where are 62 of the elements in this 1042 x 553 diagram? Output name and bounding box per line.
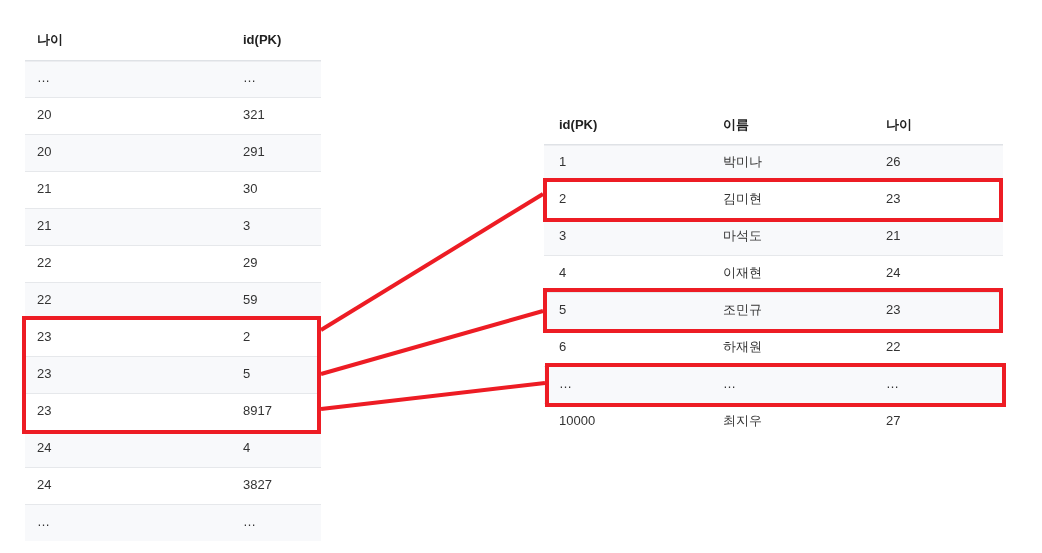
table-value: 20: [37, 143, 52, 161]
table-value: 24: [37, 476, 52, 494]
table-value: 30: [243, 180, 258, 198]
table-value: 20: [37, 106, 52, 124]
highlight-box: [543, 178, 1003, 222]
table-value: 22: [37, 291, 52, 309]
table-value: …: [886, 375, 899, 393]
table-value: 23: [37, 402, 52, 420]
connector-line: [320, 381, 546, 411]
highlight-box: [22, 316, 321, 434]
table-value: …: [37, 513, 50, 531]
table-value: …: [559, 375, 572, 393]
table-value: 3827: [243, 476, 272, 494]
table-value: 8917: [243, 402, 272, 420]
table-value: 22: [886, 338, 901, 356]
column-header: 나이: [37, 31, 63, 49]
table-value: 조민규: [723, 301, 762, 319]
table-value: 24: [886, 264, 901, 282]
highlight-box: [543, 288, 1003, 333]
table-value: 6: [559, 338, 567, 356]
table-value: 22: [37, 254, 52, 272]
table-value: 21: [886, 227, 901, 245]
table-value: 23: [37, 328, 52, 346]
table-value: 21: [37, 180, 52, 198]
table-value: 5: [559, 301, 567, 319]
table-value: 10000: [559, 412, 596, 430]
column-header: 나이: [886, 116, 912, 134]
table-value: 23: [886, 301, 901, 319]
table-value: 박미나: [723, 153, 762, 171]
table-value: 27: [886, 412, 901, 430]
table-value: 2: [243, 328, 251, 346]
table-value: 23: [886, 190, 901, 208]
table-value: 3: [559, 227, 567, 245]
table-value: 마석도: [723, 227, 762, 245]
table-value: 5: [243, 365, 251, 383]
table-value: 23: [37, 365, 52, 383]
column-header: 이름: [723, 116, 749, 134]
table-value: 3: [243, 217, 251, 235]
table-value: 4: [243, 439, 251, 457]
column-header: id(PK): [243, 31, 282, 49]
highlight-box: [545, 363, 1006, 407]
table-value: 59: [243, 291, 258, 309]
table-value: 321: [243, 106, 265, 124]
table-value: 하재원: [723, 338, 762, 356]
table-value: 29: [243, 254, 258, 272]
connector-line: [319, 192, 545, 332]
table-value: …: [243, 69, 256, 87]
table-value: 24: [37, 439, 52, 457]
connector-line: [320, 309, 544, 376]
table-value: 2: [559, 190, 567, 208]
table-value: …: [37, 69, 50, 87]
table-value: …: [723, 375, 736, 393]
table-value: 4: [559, 264, 567, 282]
table-value: 김미현: [723, 190, 762, 208]
table-value: 21: [37, 217, 52, 235]
table-value: 이재현: [723, 264, 762, 282]
column-header: id(PK): [559, 116, 598, 134]
table-value: …: [243, 513, 256, 531]
table-value: 26: [886, 153, 901, 171]
table-value: 291: [243, 143, 265, 161]
table-value: 1: [559, 153, 567, 171]
table-value: 최지우: [723, 412, 762, 430]
